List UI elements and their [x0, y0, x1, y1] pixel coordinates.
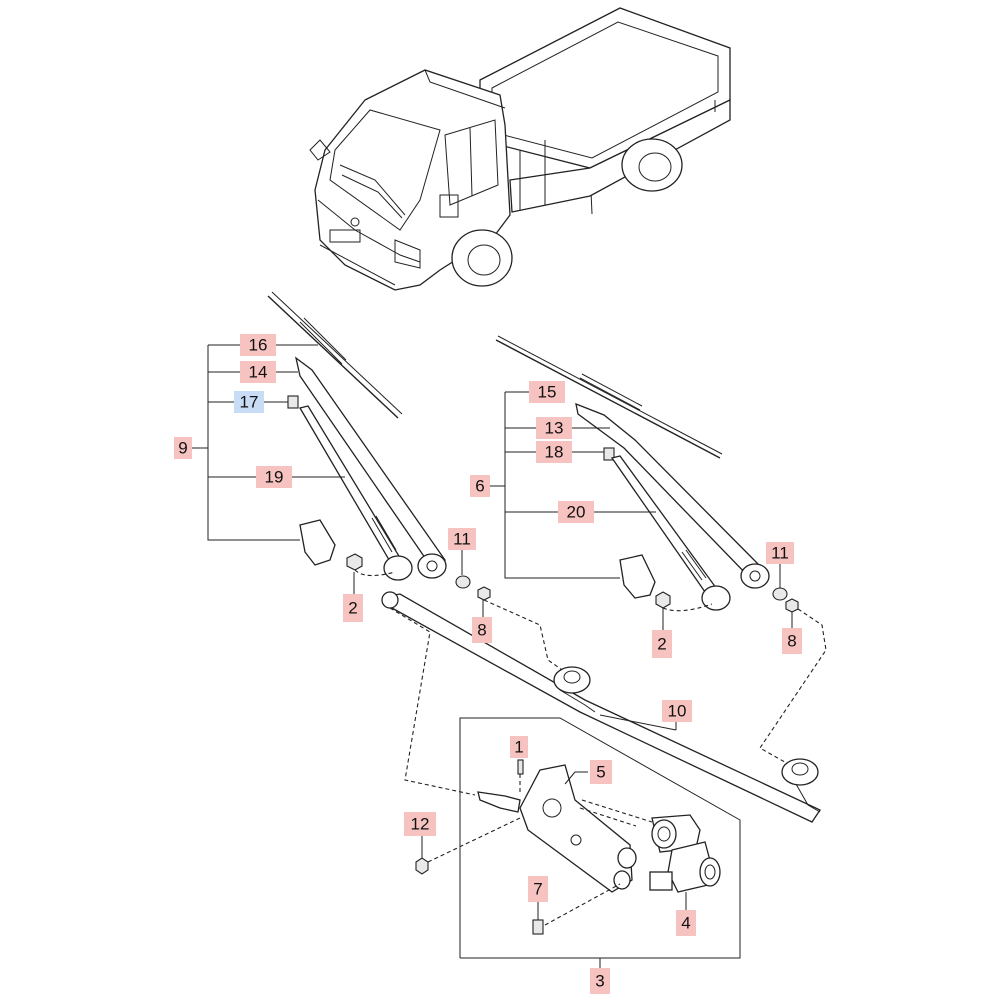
callout-7: 7	[528, 876, 548, 920]
callout-17: 17	[234, 391, 264, 413]
bolt-1	[517, 759, 524, 775]
callout-10: 10	[662, 700, 692, 722]
svg-text:10: 10	[668, 702, 687, 721]
svg-text:14: 14	[249, 363, 268, 382]
right-nut	[655, 591, 671, 609]
svg-text:7: 7	[533, 880, 542, 899]
callout-6: 6	[470, 475, 490, 497]
svg-text:19: 19	[265, 468, 284, 487]
svg-text:2: 2	[348, 599, 357, 618]
svg-text:11: 11	[771, 544, 789, 563]
wiper-motor	[649, 814, 721, 910]
svg-text:8: 8	[787, 632, 796, 651]
svg-text:16: 16	[249, 336, 268, 355]
svg-text:20: 20	[567, 503, 586, 522]
right-washer	[772, 587, 788, 601]
svg-text:11: 11	[453, 530, 471, 549]
svg-text:13: 13	[545, 419, 564, 438]
callout-8-right: 8	[782, 612, 802, 654]
motor-assembly	[415, 717, 741, 968]
left-washer	[455, 575, 471, 589]
callout-1: 1	[510, 736, 528, 758]
svg-text:4: 4	[681, 914, 690, 933]
callout-14: 14	[240, 361, 276, 383]
right-nut-8	[785, 598, 799, 613]
motor-bracket	[519, 764, 633, 893]
svg-text:17: 17	[240, 393, 259, 412]
svg-text:3: 3	[595, 972, 604, 991]
motor-crank	[477, 791, 521, 813]
callout-4: 4	[676, 910, 696, 936]
svg-text:5: 5	[596, 763, 605, 782]
right-arm-cap	[619, 554, 656, 599]
callout-3: 3	[590, 968, 610, 994]
callout-12: 12	[404, 812, 436, 858]
left-wiper-arm	[294, 356, 447, 579]
callout-9: 9	[174, 437, 192, 459]
left-arm-cap	[299, 519, 336, 566]
wiper-linkage	[381, 591, 821, 823]
bolt-12	[415, 857, 429, 875]
svg-text:15: 15	[538, 383, 557, 402]
svg-text:8: 8	[477, 621, 486, 640]
callout-11-left: 11	[448, 528, 476, 575]
right-wiper-arm	[575, 402, 770, 589]
left-wiper-assembly	[192, 291, 566, 673]
callout-11-right: 11	[766, 542, 794, 588]
callout-2-left: 2	[343, 572, 363, 622]
right-blade-clip	[603, 447, 615, 461]
callout-13: 13	[536, 417, 572, 439]
bolt-7	[532, 919, 544, 935]
callout-19: 19	[256, 466, 292, 488]
svg-text:18: 18	[545, 443, 564, 462]
callout-15: 15	[529, 381, 565, 403]
left-wiper-arm-secondary	[299, 405, 413, 581]
callout-5: 5	[590, 760, 612, 784]
callout-2-right: 2	[652, 608, 672, 658]
callout-16: 16	[240, 334, 276, 356]
right-wiper-arm-secondary	[610, 455, 731, 611]
truck-illustration	[309, 7, 731, 291]
svg-text:2: 2	[657, 635, 666, 654]
callout-18: 18	[536, 441, 572, 463]
callout-20: 20	[558, 501, 594, 523]
svg-text:12: 12	[411, 815, 430, 834]
right-wiper-blade	[495, 335, 723, 459]
left-nut	[346, 553, 363, 571]
left-wiper-blade	[267, 291, 403, 419]
left-blade-clip	[287, 395, 299, 409]
callout-8-left: 8	[472, 600, 492, 643]
svg-text:9: 9	[178, 439, 187, 458]
svg-text:6: 6	[475, 477, 484, 496]
left-nut-8	[477, 586, 491, 601]
svg-text:1: 1	[514, 738, 523, 757]
right-wiper-assembly	[490, 335, 827, 766]
